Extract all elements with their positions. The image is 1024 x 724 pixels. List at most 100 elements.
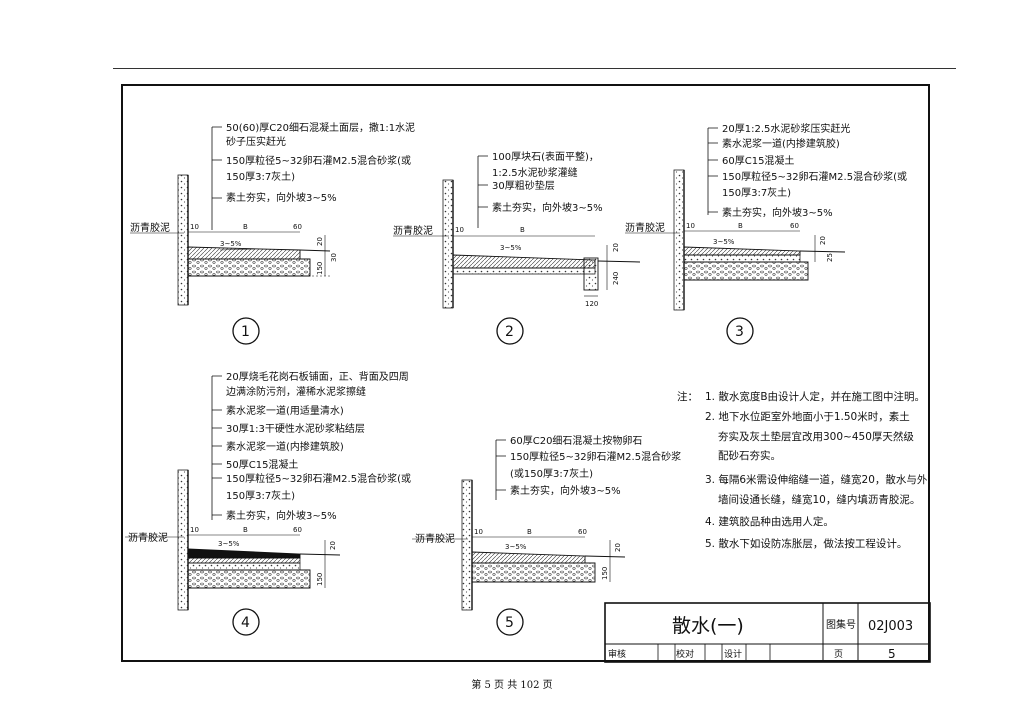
dim-label: 150 — [316, 573, 324, 586]
asphalt-label: 沥青胶泥 — [393, 224, 433, 237]
wall — [461, 479, 473, 611]
detail-5-callout — [496, 608, 524, 636]
layer-text: 素土夯实，向外坡3~5% — [722, 206, 833, 219]
detail-number: 5 — [505, 615, 514, 631]
asphalt-label: 沥青胶泥 — [130, 221, 170, 234]
dim-label: B — [527, 528, 532, 536]
dim-label: 3~5% — [713, 238, 735, 246]
layer-text: 素土夯实，向外坡3~5% — [510, 484, 621, 497]
dim-label: 20 — [612, 243, 620, 252]
detail-3 — [625, 127, 846, 345]
detail-2-text: 100厚块石(表面平整)， 1:2.5水泥砂浆灌缝 30厚粗砂垫层 素土夯实，向… — [393, 150, 620, 340]
dim-label: 10 — [474, 528, 483, 536]
dim-label: 3~5% — [220, 240, 242, 248]
layer-text: 50(60)厚C20细石混凝土面层，撒1:1水泥 — [226, 121, 415, 134]
layer-text: 素水泥浆一道(用适量清水) — [226, 404, 344, 417]
dim-label: B — [243, 526, 248, 534]
dim-label: B — [738, 222, 743, 230]
concrete-layer — [683, 254, 801, 263]
dim-label: 60 — [790, 222, 799, 230]
detail-5-text: 60厚C20细石混凝土按物卵石 150厚粒径5~32卵石灌M2.5混合砂浆 (或… — [415, 434, 681, 631]
detail-4-text: 20厚烧毛花岗石板铺面，正、背面及四周 边满涂防污剂，灌稀水泥浆擦缝 素水泥浆一… — [128, 370, 411, 631]
layer-text: 150厚粒径5~32卵石灌M2.5混合砂浆(或 — [722, 170, 907, 183]
asphalt-label: 沥青胶泥 — [625, 221, 665, 234]
detail-number: 3 — [735, 324, 744, 340]
layer-text: 150厚粒径5~32卵石灌M2.5混合砂浆(或 — [226, 154, 411, 167]
gravel-layer — [187, 258, 311, 277]
dim-label: 3~5% — [218, 540, 240, 548]
dim-label: 10 — [455, 226, 464, 234]
detail-number: 2 — [505, 324, 514, 340]
dim-label: 150 — [601, 567, 609, 580]
granite-surface — [187, 548, 301, 559]
dim-label: 30 — [330, 253, 338, 262]
layer-text: 1:2.5水泥砂浆灌缝 — [492, 166, 578, 179]
dim-label: 10 — [190, 526, 199, 534]
layer-text: 150厚粒径5~32卵石灌M2.5混合砂浆 — [510, 450, 681, 463]
dim-label: 10 — [190, 223, 199, 231]
layer-text: 150厚3:7灰土) — [226, 170, 295, 183]
concrete-surface — [471, 551, 586, 564]
atlas-number: 02J003 — [868, 619, 913, 634]
layer-text: 60厚C20细石混凝土按物卵石 — [510, 434, 642, 447]
layer-text: 150厚粒径5~32卵石灌M2.5混合砂浆(或 — [226, 472, 411, 485]
dim-label: 3~5% — [500, 244, 522, 252]
gravel-layer — [471, 562, 596, 583]
detail-4-callout — [232, 608, 260, 636]
sand-layer — [452, 267, 596, 275]
layer-text: 50厚C15混凝土 — [226, 458, 298, 471]
layer-text: 素水泥浆一道(内掺建筑胶) — [722, 137, 840, 150]
page-label: 页 — [834, 649, 843, 660]
note-line: 墙间设通长缝，缝宽10，缝内填沥青胶泥。 — [718, 493, 920, 506]
dim-label: 20 — [614, 543, 622, 552]
check-label: 校对 — [676, 648, 694, 660]
stone-layer — [452, 254, 596, 269]
dim-label: 20 — [329, 541, 337, 550]
dim-label: 60 — [293, 526, 302, 534]
mortar-surface — [683, 246, 801, 256]
note-line: 配砂石夯实。 — [718, 449, 781, 462]
wall — [442, 179, 454, 309]
note-line: 3. 每隔6米需设伸缩缝一道，缝宽20，散水与外 — [705, 473, 928, 486]
asphalt-label: 沥青胶泥 — [415, 532, 455, 545]
dim-label: B — [243, 223, 248, 231]
wall — [673, 169, 685, 311]
detail-1 — [130, 126, 331, 345]
detail-number: 4 — [241, 615, 250, 631]
layer-text: 素土夯实，向外坡3~5% — [226, 191, 337, 204]
dim-label: 60 — [293, 223, 302, 231]
dim-label: 240 — [612, 272, 620, 285]
layer-text: 30厚粗砂垫层 — [492, 179, 555, 192]
detail-1-callout — [232, 317, 260, 345]
note-line: 4. 建筑胶品种由选用人定。 — [705, 515, 834, 528]
top-rule — [113, 68, 956, 69]
layer-text: 60厚C15混凝土 — [722, 154, 794, 167]
detail-4 — [125, 375, 341, 636]
layer-text: 素土夯实，向外坡3~5% — [492, 201, 603, 214]
layer-text: 150厚3:7灰土) — [722, 186, 791, 199]
atlas-label: 图集号 — [826, 618, 856, 631]
gravel-layer — [187, 569, 311, 589]
layer-text: 150厚3:7灰土) — [226, 489, 295, 502]
detail-3-callout — [726, 317, 754, 345]
sheet-title: 散水(一) — [672, 615, 744, 637]
concrete-layer — [187, 562, 301, 571]
layer-text: 边满涂防污剂，灌稀水泥浆擦缝 — [226, 385, 366, 398]
detail-2 — [393, 155, 641, 345]
layer-text: 30厚1:3干硬性水泥砂浆粘结层 — [226, 422, 365, 435]
note-line: 夯实及灰土垫层宜改用300~450厚天然级 — [718, 430, 914, 443]
design-label: 设计 — [724, 648, 742, 660]
notes-prefix: 注： — [677, 390, 698, 403]
layer-text: 素土夯实，向外坡3~5% — [226, 509, 337, 522]
layer-text: 素水泥浆一道(内掺建筑胶) — [226, 440, 344, 453]
page-footer: 第 5 页 共 102 页 — [471, 680, 553, 691]
page-number: 5 — [888, 647, 896, 661]
dim-label: 120 — [585, 300, 598, 308]
layer-text: 砂子压实赶光 — [226, 135, 286, 148]
note-line: 1. 散水宽度B由设计人定，并在施工图中注明。 — [705, 390, 925, 403]
dim-label: 25 — [826, 253, 834, 262]
mortar-layer — [187, 557, 301, 564]
wall — [177, 174, 189, 306]
gravel-layer — [683, 261, 809, 281]
